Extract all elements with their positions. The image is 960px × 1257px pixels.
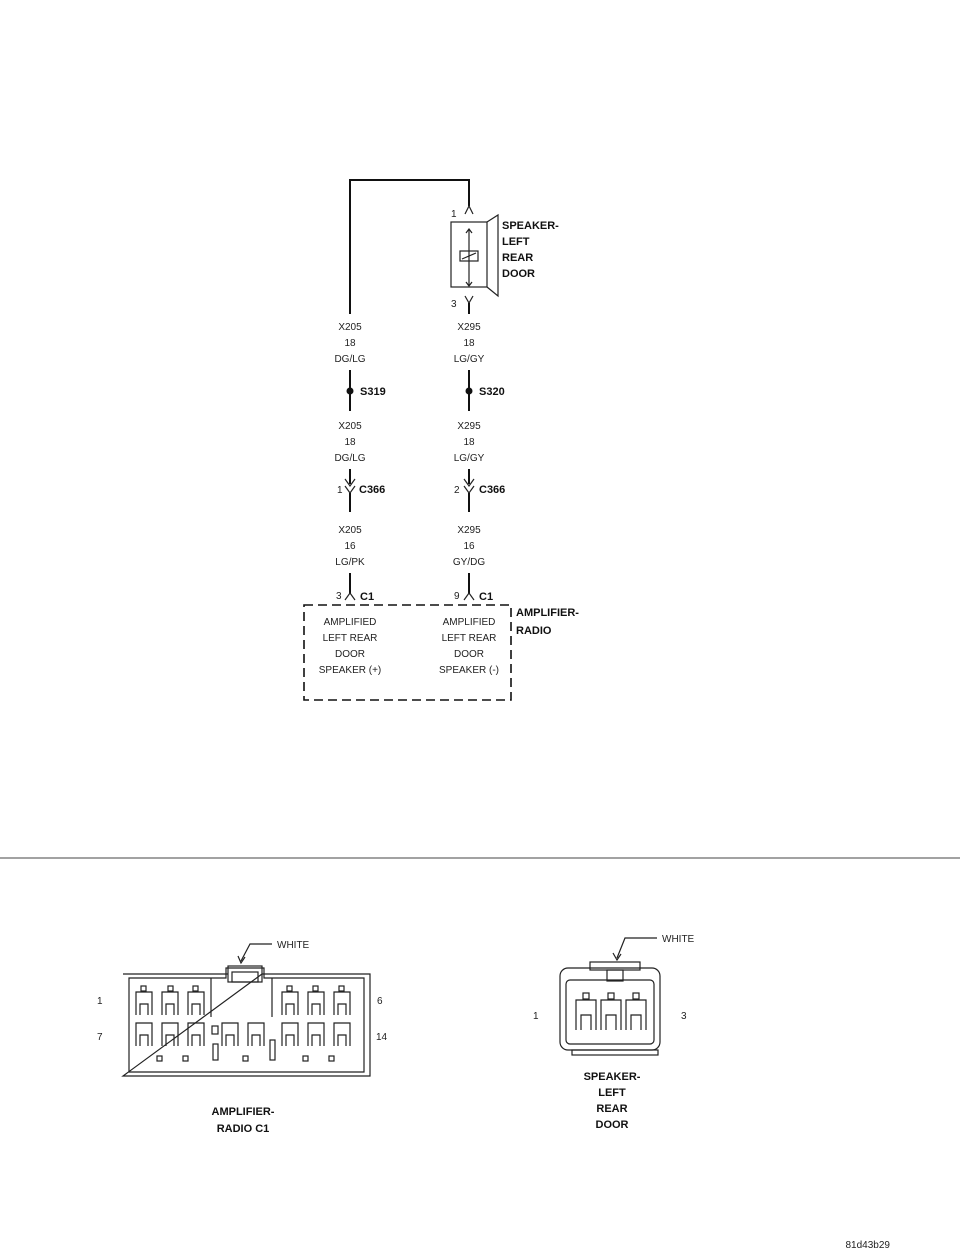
wire-color: LG/GY — [454, 453, 485, 464]
wire-code: X295 — [457, 421, 481, 432]
radio-connector-label: C1 — [360, 591, 374, 603]
c1-cavities-top — [135, 985, 351, 1015]
splice-label: S319 — [360, 386, 386, 398]
splice-dot — [346, 387, 354, 395]
wire-gauge: 18 — [463, 437, 475, 448]
wire-color: DG/LG — [334, 453, 365, 464]
circuit-function: LEFT REAR — [442, 633, 497, 644]
radio-pin: 3 — [336, 591, 342, 602]
connector-pin: 2 — [454, 485, 460, 496]
left-circuit: X205 18 DG/LG S319 X205 18 DG/LG 1 C366 … — [319, 322, 386, 676]
speaker-conn-caption-2: LEFT — [598, 1087, 626, 1099]
speaker-label-3: REAR — [502, 252, 533, 264]
radio-label-2: RADIO — [516, 625, 552, 637]
circuit-function: SPEAKER (-) — [439, 665, 499, 676]
wire-code: X205 — [338, 421, 362, 432]
splice-label: S320 — [479, 386, 505, 398]
connector-label: C366 — [359, 484, 385, 496]
wire-gauge: 18 — [344, 437, 356, 448]
c1-pin-1: 1 — [97, 996, 103, 1007]
wire-gauge: 18 — [344, 338, 356, 349]
connector-pin: 1 — [337, 485, 343, 496]
c1-pin-7: 7 — [97, 1032, 103, 1043]
c1-caption-1: AMPLIFIER- — [212, 1106, 275, 1118]
c1-cavities-bottom — [135, 1022, 351, 1062]
wire-color: LG/PK — [335, 557, 365, 568]
wire-code: X205 — [338, 322, 362, 333]
right-circuit: X295 18 LG/GY S320 X295 18 LG/GY 2 C366 … — [439, 322, 505, 676]
amplifier-radio-box — [303, 604, 512, 701]
c1-pin-14: 14 — [376, 1032, 388, 1043]
speaker-conn-caption-1: SPEAKER- — [584, 1071, 641, 1083]
speaker-conn-pin-3: 3 — [681, 1011, 687, 1022]
c1-pin-6: 6 — [377, 996, 383, 1007]
speaker-label-1: SPEAKER- — [502, 220, 559, 232]
speaker-conn-caption-3: REAR — [596, 1103, 627, 1115]
circuit-function: AMPLIFIED — [443, 617, 496, 628]
circuit-function: SPEAKER (+) — [319, 665, 382, 676]
wire-gauge: 16 — [463, 541, 475, 552]
wire-color: GY/DG — [453, 557, 485, 568]
circuit-function: DOOR — [454, 649, 484, 660]
circuit-function: LEFT REAR — [323, 633, 378, 644]
radio-pin: 9 — [454, 591, 460, 602]
speaker-label-2: LEFT — [502, 236, 530, 248]
wire-code: X295 — [457, 322, 481, 333]
wire-code: X295 — [457, 525, 481, 536]
radio-label-1: AMPLIFIER- — [516, 607, 579, 619]
circuit-function: DOOR — [335, 649, 365, 660]
splice-dot — [465, 387, 473, 395]
wire-loop — [349, 179, 470, 314]
wire-code: X205 — [338, 525, 362, 536]
figure-id: 81d43b29 — [846, 1240, 891, 1251]
speaker-pin-top: 1 — [451, 209, 457, 220]
connector-speaker-face: WHITE 1 3 SPEAKER- LEFT REAR DOOR — [533, 934, 695, 1131]
wire-gauge: 16 — [344, 541, 356, 552]
speaker-conn-caption-4: DOOR — [596, 1119, 629, 1131]
c1-color-label: WHITE — [277, 940, 310, 951]
connector-label: C366 — [479, 484, 505, 496]
c1-caption-2: RADIO C1 — [217, 1123, 270, 1135]
connector-c1-face: WHITE — [97, 940, 388, 1135]
circuit-function: AMPLIFIED — [324, 617, 377, 628]
wire-color: DG/LG — [334, 354, 365, 365]
speaker-conn-pin-1: 1 — [533, 1011, 539, 1022]
wire-gauge: 18 — [463, 338, 475, 349]
speaker-conn-color-label: WHITE — [662, 934, 695, 945]
speaker-left-rear-door: 1 3 SPEAKER- LEFT REAR DOOR — [450, 204, 559, 310]
radio-connector-label: C1 — [479, 591, 493, 603]
speaker-pin-bottom: 3 — [451, 299, 457, 310]
speaker-label-4: DOOR — [502, 268, 535, 280]
wire-color: LG/GY — [454, 354, 485, 365]
